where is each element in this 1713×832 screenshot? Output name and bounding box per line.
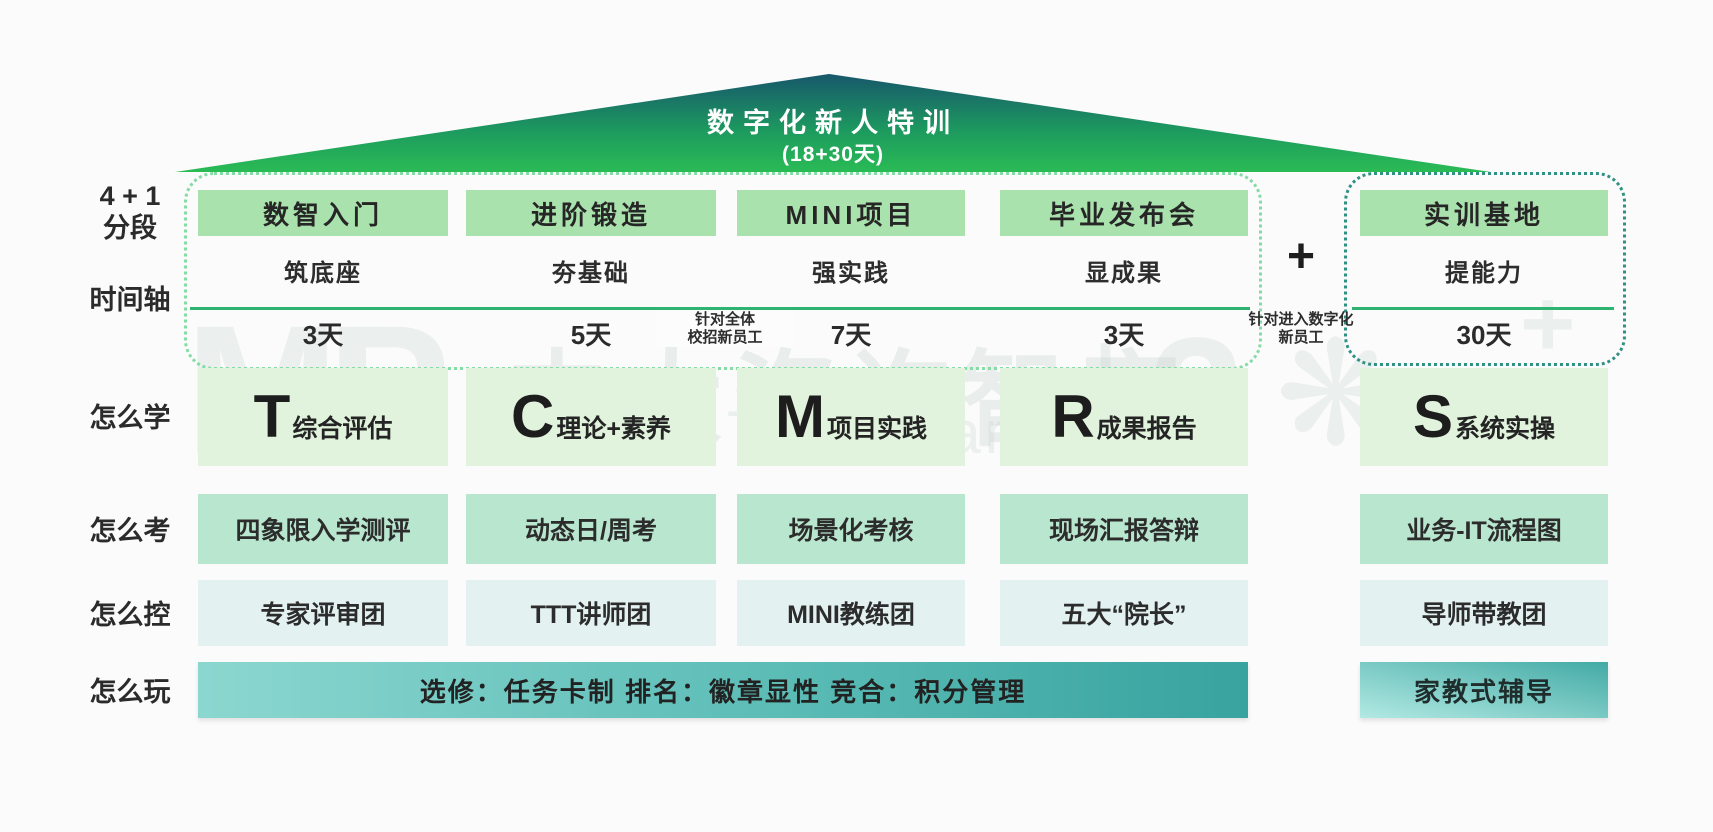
note-digital-hires-line1: 针对进入数字化: [1248, 311, 1354, 328]
days-1: 3天: [302, 319, 344, 350]
note-digital-hires-line2: 新员工: [1278, 329, 1324, 346]
control-box-2: TTT讲师团: [466, 580, 716, 646]
play-bar: 选修：任务卡制 排名：徽章显性 竞合：积分管理: [198, 662, 1248, 718]
label-row-play: 怎么玩: [89, 677, 171, 707]
stage-header-5: 实训基地: [1360, 190, 1608, 236]
control-box-3: MINI教练团: [737, 580, 965, 646]
learn-text-2: 理论+素养: [556, 415, 671, 443]
program-duration: (18+30天): [782, 143, 884, 166]
label-segment-line1: 4 + 1: [99, 181, 161, 211]
phase-goal-4: 显成果: [1085, 259, 1163, 287]
stage-header-1: 数智入门: [198, 190, 448, 236]
roof-banner: 数字化新人特训 (18+30天): [175, 74, 1491, 172]
exam-box-3: 场景化考核: [737, 494, 965, 564]
label-row-control: 怎么控: [89, 600, 171, 630]
days-4: 3天: [1103, 319, 1145, 350]
learn-text-1: 综合评估: [292, 415, 393, 443]
stage-header-3: MINI项目: [737, 190, 965, 236]
dashed-box-training-base: [1344, 172, 1626, 366]
plus-connector: +: [1286, 229, 1316, 283]
note-all-campus-hires-line2: 校招新员工: [687, 329, 763, 346]
label-timeline: 时间轴: [89, 285, 171, 315]
program-title: 数字化新人特训: [707, 108, 959, 138]
exam-box-5: 业务-IT流程图: [1360, 494, 1608, 564]
phase-goal-3: 强实践: [812, 259, 890, 287]
learn-text-4: 成果报告: [1096, 415, 1197, 443]
label-row-learn: 怎么学: [89, 403, 171, 433]
learn-text-5: 系统实操: [1455, 415, 1556, 443]
learn-letter-4: R: [1051, 383, 1095, 450]
phase-goal-5: 提能力: [1445, 259, 1523, 287]
learn-text-3: 项目实践: [826, 415, 927, 443]
timeline-main: [190, 307, 1250, 310]
exam-box-2: 动态日/周考: [466, 494, 716, 564]
play-box-tutoring: 家教式辅导: [1360, 662, 1608, 718]
days-5: 30天: [1456, 319, 1512, 350]
days-2: 5天: [570, 319, 612, 350]
learn-letter-3: M: [775, 383, 825, 450]
phase-goal-2: 夯基础: [552, 259, 630, 287]
stage-header-2: 进阶锻造: [466, 190, 716, 236]
label-row-exam: 怎么考: [89, 516, 171, 546]
control-box-1: 专家评审团: [198, 580, 448, 646]
label-segment: 4 + 1 分段: [58, 180, 202, 244]
note-digital-hires: 针对进入数字化 新员工: [1224, 311, 1378, 347]
control-box-5: 导师带教团: [1360, 580, 1608, 646]
dashed-box-main-stages: [184, 172, 1262, 370]
control-box-4: 五大“院长”: [1000, 580, 1248, 646]
learn-letter-2: C: [511, 383, 555, 450]
note-all-campus-hires-line1: 针对全体: [694, 311, 755, 328]
days-3: 7天: [830, 319, 872, 350]
timeline-extra: [1352, 307, 1614, 310]
exam-box-1: 四象限入学测评: [198, 494, 448, 564]
phase-goal-1: 筑底座: [284, 259, 362, 287]
learn-letter-5: S: [1412, 383, 1453, 450]
learn-letter-1: T: [253, 383, 291, 450]
exam-box-4: 现场汇报答辩: [1000, 494, 1248, 564]
label-segment-line2: 分段: [103, 213, 157, 243]
note-all-campus-hires: 针对全体 校招新员工: [656, 311, 794, 347]
stage-header-4: 毕业发布会: [1000, 190, 1248, 236]
